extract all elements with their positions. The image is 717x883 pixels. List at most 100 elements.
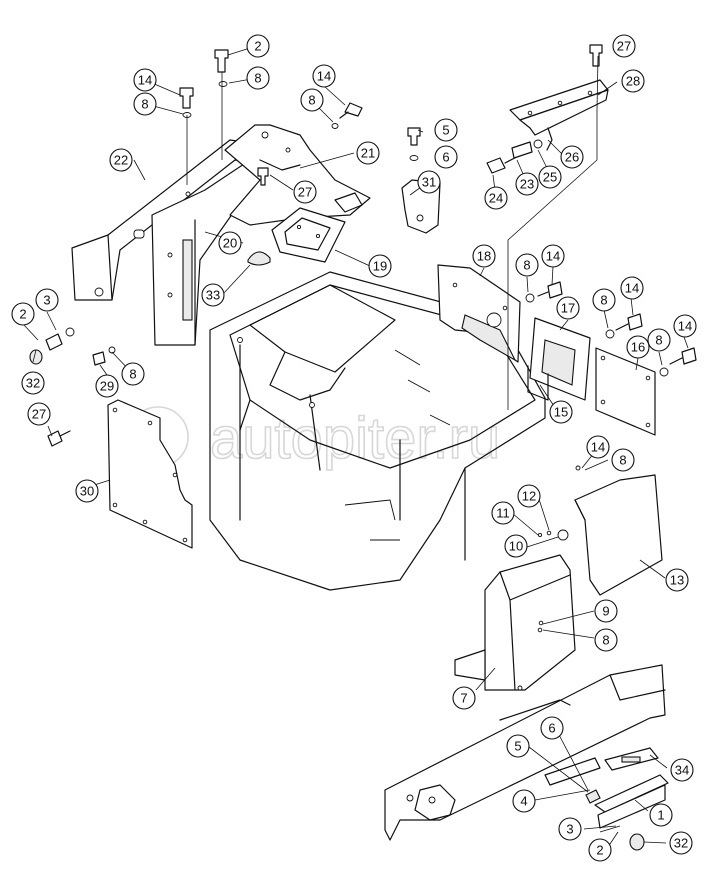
watermark: autopiter.ru <box>127 405 501 472</box>
callout-13: 13 <box>665 568 689 592</box>
callout-25: 25 <box>538 165 562 189</box>
callout-2: 2 <box>11 302 35 326</box>
callout-29: 29 <box>95 374 119 398</box>
callout-label: 18 <box>477 249 491 264</box>
callout-6: 6 <box>434 145 458 169</box>
callout-label: 26 <box>565 150 579 165</box>
callout-label: 14 <box>591 440 605 455</box>
part-17-gasket <box>529 317 591 401</box>
callout-label: 27 <box>617 39 631 54</box>
callout-label: 16 <box>631 340 645 355</box>
callout-label: 10 <box>509 539 523 554</box>
callout-label: 27 <box>32 407 46 422</box>
callout-32: 32 <box>669 831 693 855</box>
callout-27: 27 <box>612 34 636 58</box>
callout-14: 14 <box>586 435 610 459</box>
callout-label: 28 <box>626 74 640 89</box>
part-19-gasket <box>271 207 346 263</box>
callout-8: 8 <box>300 88 324 112</box>
callout-5: 5 <box>506 734 530 758</box>
callout-33: 33 <box>201 283 225 307</box>
callout-28: 28 <box>621 69 645 93</box>
callout-label: 2 <box>596 843 603 858</box>
callout-label: 8 <box>308 93 315 108</box>
callout-label: 4 <box>520 794 527 809</box>
callout-label: 8 <box>600 293 607 308</box>
callout-label: 1 <box>657 808 664 823</box>
callout-19: 19 <box>368 254 392 278</box>
callout-label: 31 <box>422 175 436 190</box>
callout-label: 8 <box>254 71 261 86</box>
callout-label: 8 <box>141 97 148 112</box>
callout-label: 32 <box>674 836 688 851</box>
callout-label: 6 <box>442 150 449 165</box>
callout-label: 14 <box>317 69 331 84</box>
callout-label: 32 <box>26 376 40 391</box>
callout-label: 14 <box>138 73 152 88</box>
callout-8: 8 <box>133 92 157 116</box>
latch-assembly <box>486 127 553 174</box>
callout-2: 2 <box>588 838 612 862</box>
callout-label: 3 <box>566 822 573 837</box>
callout-label: 15 <box>554 405 568 420</box>
callout-15: 15 <box>549 400 573 424</box>
callout-label: 8 <box>602 633 609 648</box>
watermark-text: autopiter.ru <box>210 406 500 471</box>
callout-17: 17 <box>556 296 580 320</box>
part-34-plate <box>604 747 659 771</box>
part-15-bracket <box>527 365 549 401</box>
callout-14: 14 <box>620 276 644 300</box>
callout-8: 8 <box>246 66 270 90</box>
callout-label: 8 <box>619 453 626 468</box>
callout-23: 23 <box>515 172 539 196</box>
callout-label: 25 <box>543 170 557 185</box>
seat-frame <box>209 271 546 591</box>
part-18-plate <box>437 264 521 363</box>
callout-24: 24 <box>484 186 508 210</box>
part-4-plate <box>544 757 601 786</box>
callout-21: 21 <box>356 141 380 165</box>
callout-8: 8 <box>611 448 635 472</box>
callout-31: 31 <box>417 170 441 194</box>
callout-label: 21 <box>361 146 375 161</box>
callout-8: 8 <box>592 288 616 312</box>
callout-16: 16 <box>626 335 650 359</box>
callout-34: 34 <box>670 758 694 782</box>
callout-11: 11 <box>491 501 515 525</box>
callout-8: 8 <box>515 253 539 277</box>
callout-9: 9 <box>594 599 618 623</box>
callout-label: 23 <box>520 177 534 192</box>
callout-label: 11 <box>496 506 510 521</box>
callout-label: 14 <box>546 249 560 264</box>
callout-8: 8 <box>594 628 618 652</box>
callout-label: 2 <box>19 307 26 322</box>
callout-label: 8 <box>129 367 136 382</box>
callout-30: 30 <box>75 479 99 503</box>
leader-lines <box>23 47 689 848</box>
callout-label: 2 <box>254 39 261 54</box>
callout-2: 2 <box>246 34 270 58</box>
part-33-plug <box>247 251 271 266</box>
callout-32: 32 <box>21 371 45 395</box>
part-7-box <box>454 554 576 691</box>
callout-label: 8 <box>523 258 530 273</box>
callout-1: 1 <box>649 803 673 827</box>
callout-3: 3 <box>558 817 582 841</box>
callout-18: 18 <box>472 244 496 268</box>
callout-label: 29 <box>100 379 114 394</box>
part-1-plate <box>594 774 669 829</box>
callout-label: 12 <box>522 489 536 504</box>
callout-label: 6 <box>548 721 555 736</box>
callout-label: 14 <box>678 319 692 334</box>
callout-8: 8 <box>647 328 671 352</box>
callout-27: 27 <box>293 180 317 204</box>
callout-label: 34 <box>675 763 689 778</box>
callout-4: 4 <box>512 789 536 813</box>
callout-27: 27 <box>27 402 51 426</box>
callout-label: 20 <box>223 236 237 251</box>
callout-label: 27 <box>298 185 312 200</box>
fasteners <box>45 44 697 833</box>
callout-6: 6 <box>540 716 564 740</box>
